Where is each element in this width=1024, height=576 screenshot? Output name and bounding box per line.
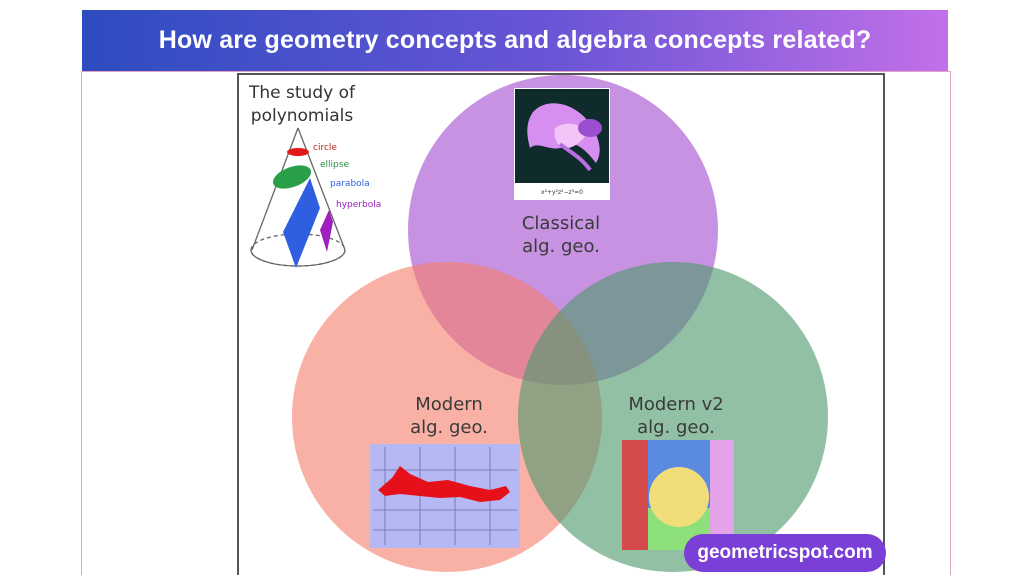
conic-labels: circle ellipse parabola hyperbola — [313, 143, 381, 210]
circle-section — [287, 148, 309, 156]
modern-label-line2: alg. geo. — [410, 417, 488, 438]
study-label-line2: polynomials — [251, 106, 354, 126]
circle-label: circle — [313, 143, 337, 153]
modern-v2-circle — [518, 262, 828, 572]
study-label: The study of polynomials — [248, 83, 356, 126]
classical-label-line1: Classical — [522, 213, 600, 234]
modern-label-line1: Modern — [415, 394, 483, 415]
ellipse-section — [272, 165, 312, 189]
modern-v2-label: Modern v2 alg. geo. — [628, 394, 723, 438]
site-badge[interactable]: geometricspot.com — [684, 534, 886, 572]
modern-v2-label-line1: Modern v2 — [628, 394, 723, 415]
classical-label-line2: alg. geo. — [522, 236, 600, 257]
parabola-section — [283, 178, 320, 268]
site-url[interactable]: geometricspot.com — [697, 542, 873, 563]
modern-label: Modern alg. geo. — [410, 394, 488, 438]
parabola-label: parabola — [330, 179, 370, 189]
classical-label: Classical alg. geo. — [522, 213, 600, 257]
modern-plot-image — [370, 444, 520, 548]
page-title: How are geometry concepts and algebra co… — [158, 26, 872, 54]
surface-image: x²+y²z²−z³=0 — [514, 88, 610, 200]
study-label-line1: The study of — [248, 83, 356, 103]
cone-illustration — [250, 127, 346, 268]
ellipse-label: ellipse — [320, 160, 349, 170]
hyperbola-label: hyperbola — [336, 200, 381, 210]
surface-equation: x²+y²z²−z³=0 — [541, 189, 583, 196]
modern-v2-image — [622, 440, 734, 550]
modern-v2-label-line2: alg. geo. — [637, 417, 715, 438]
outer-frame — [81, 71, 951, 575]
title-banner: How are geometry concepts and algebra co… — [82, 10, 948, 71]
modern-circle — [292, 262, 602, 572]
hyperbola-section — [320, 210, 333, 252]
